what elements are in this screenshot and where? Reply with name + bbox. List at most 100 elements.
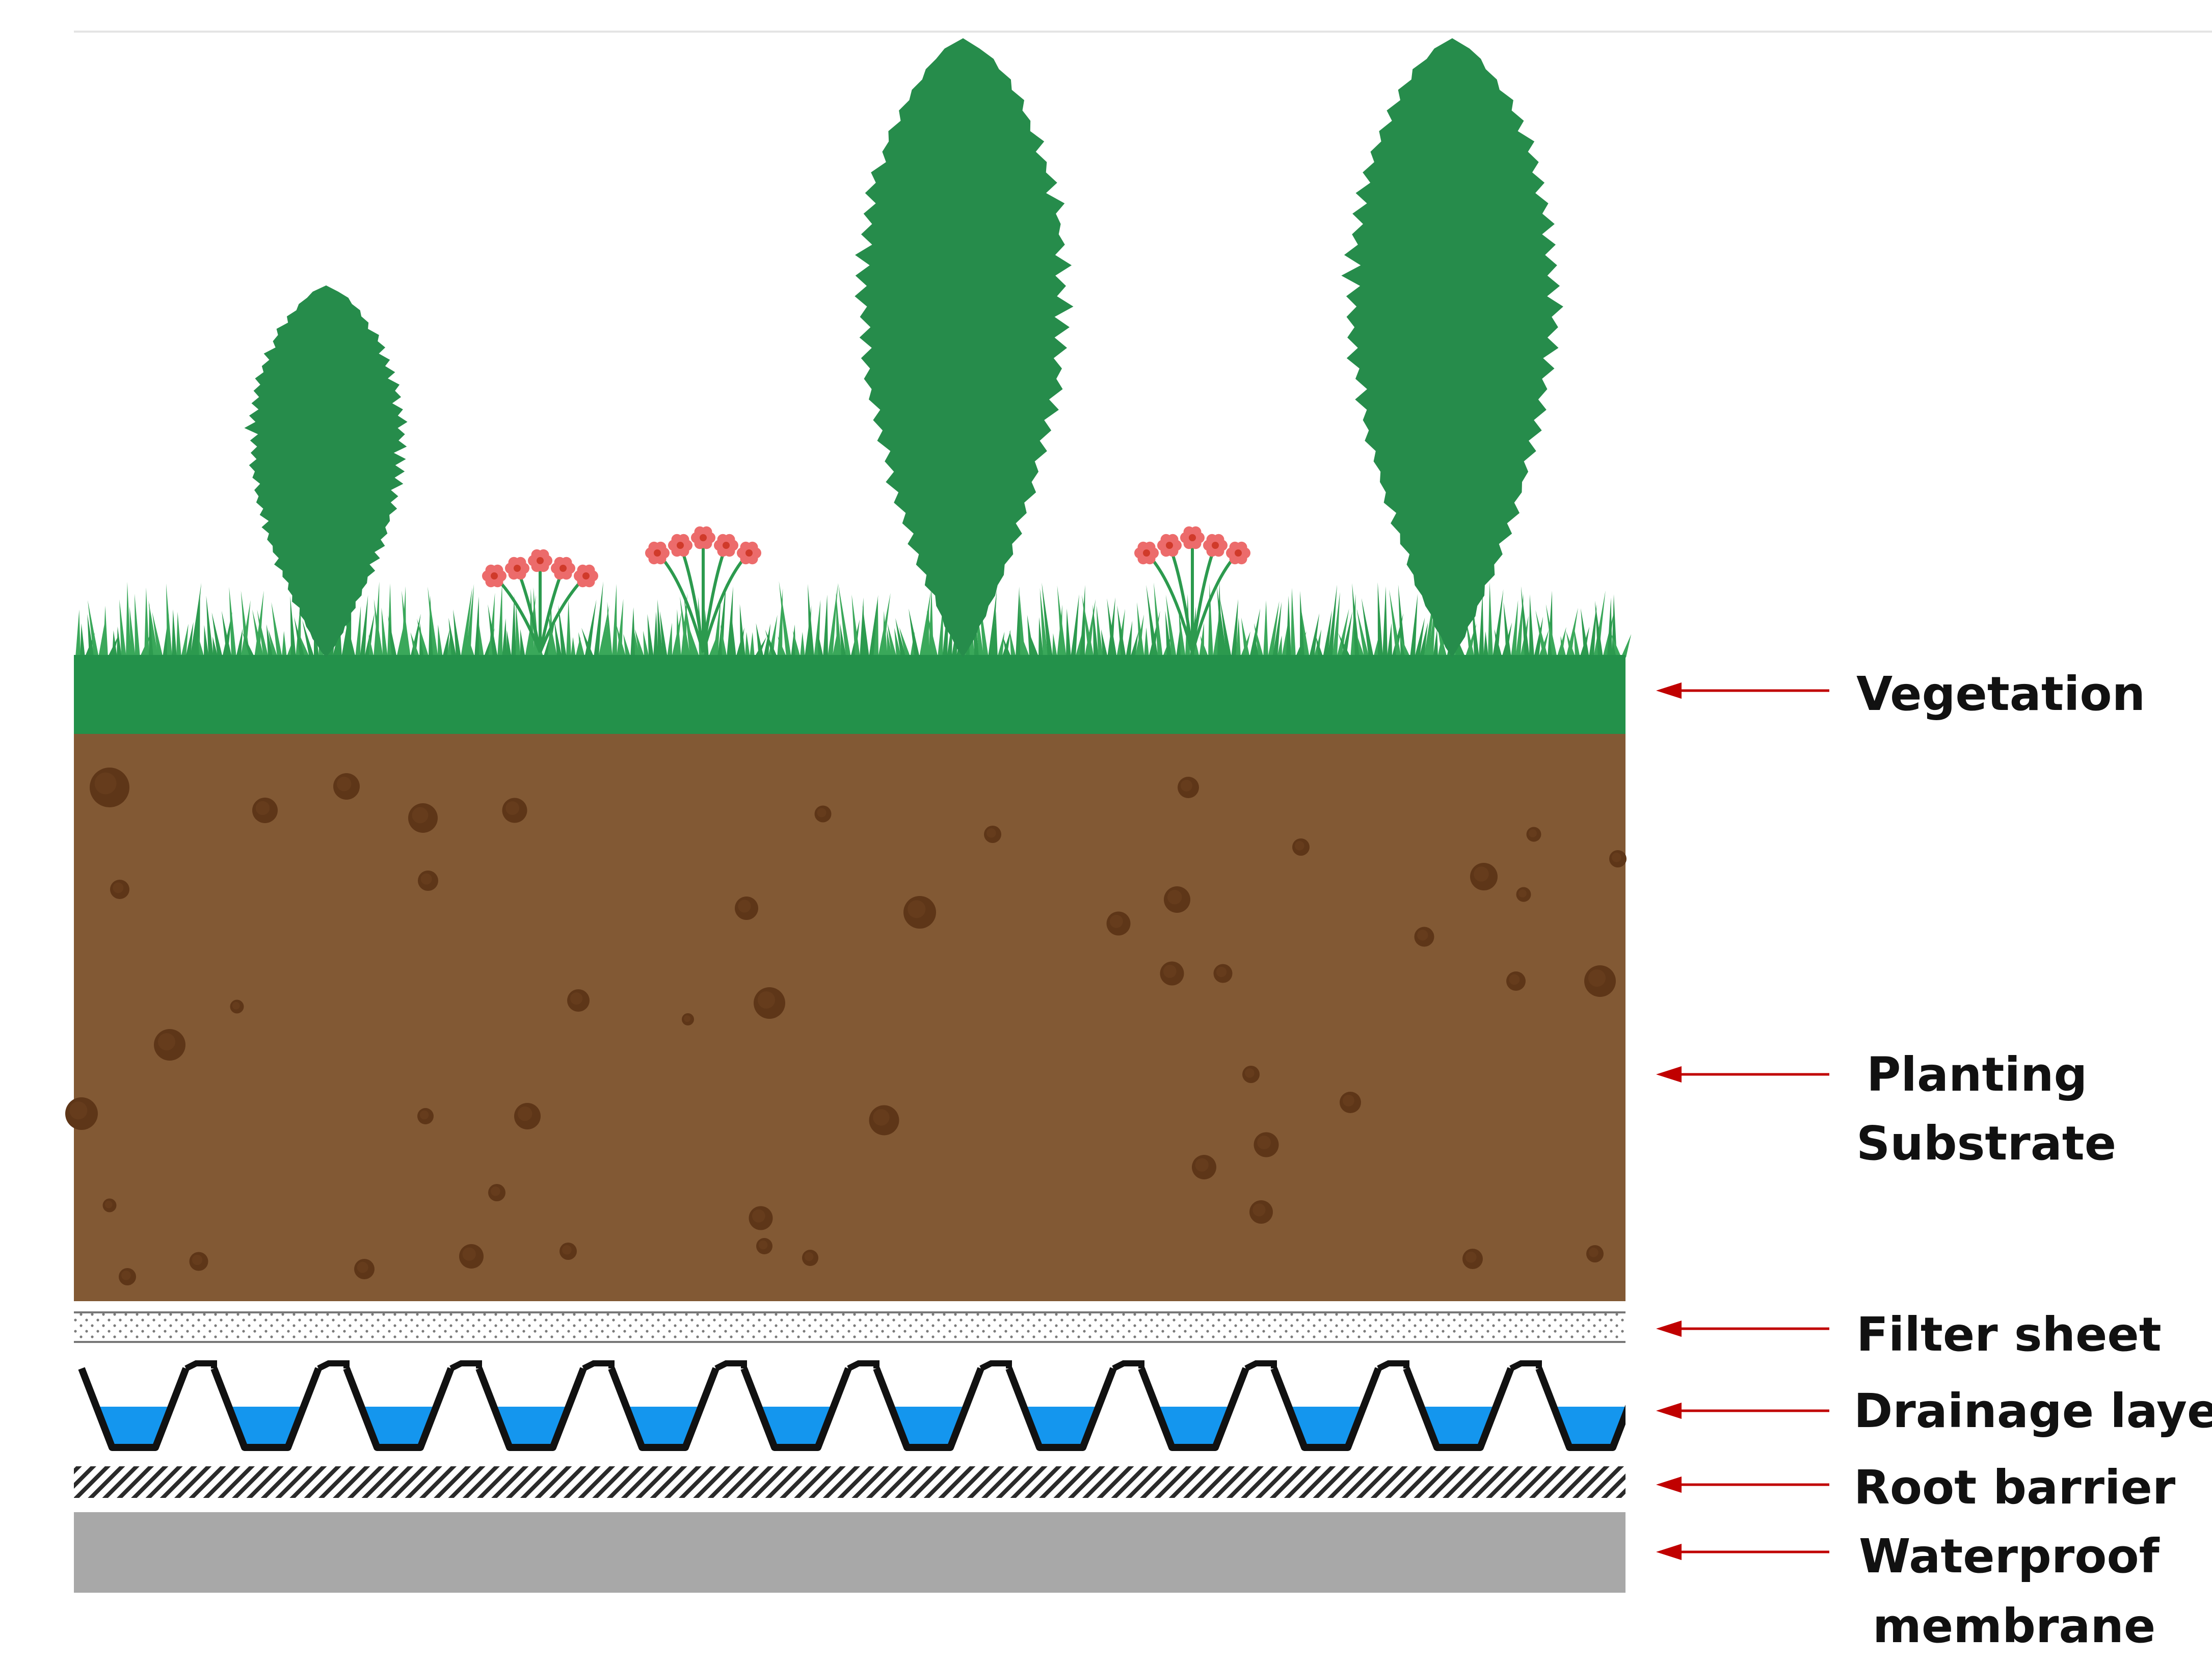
grass-blade bbox=[410, 632, 420, 657]
grass-blade bbox=[768, 615, 778, 657]
grass-blade bbox=[1389, 589, 1401, 657]
grass-blade bbox=[1092, 604, 1099, 657]
grass-blade bbox=[1521, 586, 1530, 657]
grass-blade bbox=[1016, 586, 1021, 657]
drainage-rim bbox=[1377, 1360, 1409, 1372]
grass-blade bbox=[1263, 600, 1268, 657]
grass-blade bbox=[271, 602, 282, 657]
drainage-cup bbox=[1535, 1367, 1625, 1451]
drainage-layer bbox=[78, 1360, 1625, 1451]
grass-blade bbox=[374, 599, 383, 657]
grass-blade bbox=[616, 623, 626, 657]
grass-blade bbox=[241, 590, 250, 657]
trees bbox=[244, 38, 1563, 657]
grass-blade bbox=[1356, 633, 1365, 657]
grass-blade bbox=[355, 605, 361, 657]
grass-blade bbox=[1534, 616, 1543, 657]
grass-blade bbox=[478, 621, 484, 657]
grass-blade bbox=[584, 599, 597, 657]
drainage-rim bbox=[184, 1360, 217, 1372]
drainage-rim bbox=[979, 1360, 1012, 1372]
grass-blade bbox=[1286, 595, 1291, 657]
drainage-rim bbox=[317, 1360, 350, 1372]
grass-blade bbox=[1220, 599, 1232, 657]
grass-blade bbox=[75, 610, 81, 657]
grass-blade bbox=[1027, 615, 1034, 657]
grass-blade bbox=[887, 628, 892, 657]
arrow-icon bbox=[1656, 1544, 1829, 1560]
grass-blade bbox=[1003, 637, 1011, 657]
grass-blade bbox=[502, 618, 507, 657]
grass-blade bbox=[1323, 610, 1332, 657]
grass-blade bbox=[88, 600, 99, 657]
grass-blade bbox=[172, 609, 177, 657]
grass-blade bbox=[1466, 620, 1475, 657]
grass-blade bbox=[653, 611, 658, 657]
grass-blade bbox=[840, 623, 846, 657]
grass-blade bbox=[360, 595, 368, 657]
grass-blade bbox=[763, 623, 770, 657]
drainage-cup bbox=[1138, 1367, 1249, 1451]
grass-blade bbox=[466, 632, 475, 657]
grass-blade bbox=[808, 584, 814, 657]
grass-blade bbox=[581, 627, 594, 657]
grass-blade bbox=[211, 612, 223, 657]
grass-blade bbox=[1327, 585, 1338, 657]
svg-text:Waterproof: Waterproof bbox=[1859, 1529, 2160, 1584]
filter-sheet-layer bbox=[74, 1311, 1625, 1343]
grass-blade bbox=[298, 632, 310, 657]
grass-blade bbox=[1200, 636, 1209, 657]
grass-blade bbox=[1337, 608, 1349, 657]
svg-text:Filter sheet: Filter sheet bbox=[1856, 1307, 2162, 1362]
grass-blade bbox=[1291, 588, 1296, 657]
arrow-icon bbox=[1656, 1403, 1829, 1419]
grass-blade bbox=[119, 599, 126, 657]
grass-blade bbox=[1268, 601, 1280, 657]
svg-text:Substrate: Substrate bbox=[1856, 1116, 2116, 1171]
planting-substrate-layer bbox=[65, 734, 1627, 1301]
grass-blade bbox=[257, 610, 269, 657]
grass-blade bbox=[206, 595, 214, 657]
grass-blade bbox=[607, 601, 612, 657]
grass-blade bbox=[87, 614, 94, 657]
grass-blade bbox=[1566, 631, 1576, 657]
grass-blade bbox=[1009, 630, 1016, 657]
label-root-barrier-line-1: Root barrier bbox=[1854, 1460, 2176, 1515]
grass-blade bbox=[381, 607, 388, 657]
grass-blade bbox=[484, 628, 495, 657]
grass-blade bbox=[623, 634, 631, 657]
grass-blade bbox=[1483, 631, 1488, 657]
grass-blade bbox=[1071, 594, 1079, 657]
arrow-icon bbox=[1656, 1066, 1829, 1083]
grass-blade bbox=[152, 612, 163, 657]
grass-blade bbox=[1084, 599, 1096, 657]
grass-blade bbox=[909, 608, 920, 657]
grass-blade bbox=[222, 611, 232, 657]
grass-blade bbox=[680, 596, 690, 657]
grass-blade bbox=[268, 629, 278, 657]
grass-blade bbox=[1493, 589, 1504, 657]
grass-blade bbox=[1433, 628, 1438, 657]
drainage-cup bbox=[873, 1367, 984, 1451]
root-barrier-band bbox=[74, 1466, 1625, 1498]
grass-blade bbox=[204, 625, 209, 657]
grass-blade bbox=[242, 632, 255, 657]
grass-blade bbox=[1309, 613, 1320, 657]
grass-blade bbox=[634, 629, 645, 657]
vegetation-band bbox=[74, 655, 1625, 734]
grass-blade bbox=[1096, 605, 1103, 657]
grass-blade bbox=[1488, 582, 1493, 657]
grass-blade bbox=[126, 582, 131, 657]
drainage-cup bbox=[475, 1367, 587, 1451]
grass-blade bbox=[511, 595, 516, 657]
grass-blade bbox=[129, 606, 136, 657]
grass-blade bbox=[612, 584, 617, 657]
grass-blade bbox=[222, 611, 232, 657]
grass-blade bbox=[144, 587, 149, 657]
flower-icon bbox=[1134, 526, 1250, 653]
grass-blade bbox=[676, 609, 681, 657]
label-waterproof-membrane-line-1: Waterproof bbox=[1859, 1529, 2160, 1584]
grass-blade bbox=[117, 626, 122, 657]
grass-blade bbox=[80, 623, 85, 657]
grass-blade bbox=[294, 617, 305, 657]
